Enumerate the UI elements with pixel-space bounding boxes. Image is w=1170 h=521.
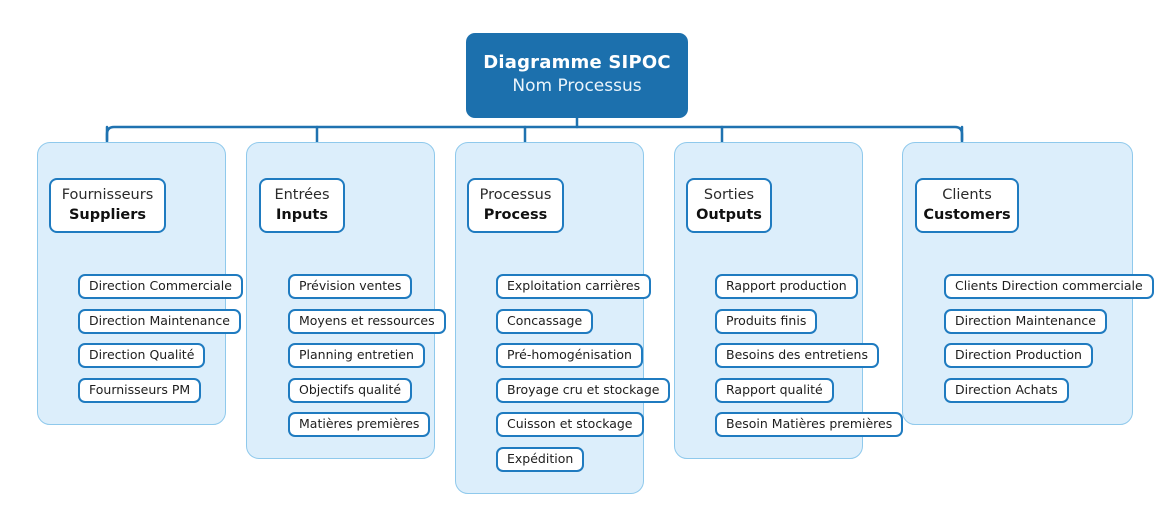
sipoc-item[interactable]: Direction Maintenance <box>78 308 241 334</box>
sipoc-item-label: Concassage <box>507 312 583 328</box>
sipoc-item[interactable]: Concassage <box>496 308 594 334</box>
sipoc-item-label: Fournisseurs PM <box>89 381 191 397</box>
sipoc-item[interactable]: Besoin Matières premières <box>715 412 904 437</box>
sipoc-header-label-fr-inputs: Entrées <box>274 186 330 203</box>
sipoc-item-label: Clients Direction commerciale <box>955 278 1143 294</box>
diagram-title-box: Diagramme SIPOC Nom Processus <box>466 33 688 118</box>
sipoc-item-label: Cuisson et stockage <box>507 416 633 432</box>
sipoc-item[interactable]: Direction Achats <box>944 377 1069 403</box>
sipoc-item[interactable]: Fournisseurs PM <box>78 377 202 403</box>
sipoc-header-label-fr-process: Processus <box>479 186 552 203</box>
sipoc-header-label-en-process: Process <box>483 206 548 223</box>
sipoc-item-label: Direction Production <box>955 347 1082 363</box>
sipoc-item[interactable]: Prévision ventes <box>288 274 413 299</box>
sipoc-header-label-en-customers: Customers <box>923 206 1011 223</box>
sipoc-header-label-fr-customers: Clients <box>942 186 992 203</box>
sipoc-item-label: Broyage cru et stockage <box>507 381 660 397</box>
sipoc-item-label: Objectifs qualité <box>299 381 402 397</box>
sipoc-item[interactable]: Direction Production <box>944 343 1093 368</box>
sipoc-item[interactable]: Cuisson et stockage <box>496 412 644 437</box>
diagram-title: Diagramme SIPOC <box>483 51 671 73</box>
sipoc-item[interactable]: Besoins des entretiens <box>715 343 879 368</box>
sipoc-item[interactable]: Broyage cru et stockage <box>496 377 671 403</box>
sipoc-item[interactable]: Direction Commerciale <box>78 274 243 299</box>
diagram-subtitle: Nom Processus <box>512 76 642 97</box>
sipoc-item-label: Matières premières <box>299 416 420 432</box>
sipoc-item-label: Prévision ventes <box>299 278 402 294</box>
sipoc-header-label-en-suppliers: Suppliers <box>68 206 147 223</box>
sipoc-item-label: Moyens et ressources <box>299 312 435 328</box>
sipoc-item-label: Exploitation carrières <box>507 278 641 294</box>
sipoc-item[interactable]: Rapport production <box>715 274 858 299</box>
sipoc-item-label: Direction Commerciale <box>89 278 232 294</box>
sipoc-item[interactable]: Expédition <box>496 446 585 472</box>
sipoc-header-label-fr-suppliers: Fournisseurs <box>61 186 154 203</box>
sipoc-item-label: Rapport qualité <box>726 381 823 397</box>
sipoc-item[interactable]: Direction Qualité <box>78 343 206 368</box>
sipoc-item-label: Direction Achats <box>955 381 1058 397</box>
sipoc-item-label: Direction Qualité <box>89 347 195 363</box>
sipoc-item-label: Direction Maintenance <box>89 312 230 328</box>
sipoc-item[interactable]: Direction Maintenance <box>944 308 1107 334</box>
sipoc-item-label: Pré-homogénisation <box>507 347 632 363</box>
sipoc-item[interactable]: Rapport qualité <box>715 377 834 403</box>
sipoc-item[interactable]: Objectifs qualité <box>288 377 413 403</box>
sipoc-header-label-fr-outputs: Sorties <box>703 186 755 203</box>
sipoc-item-label: Planning entretien <box>299 347 414 363</box>
sipoc-item[interactable]: Matières premières <box>288 412 431 437</box>
sipoc-item-label: Rapport production <box>726 278 847 294</box>
sipoc-item[interactable]: Exploitation carrières <box>496 274 652 299</box>
sipoc-header-label-en-outputs: Outputs <box>696 206 762 223</box>
sipoc-item-label: Besoin Matières premières <box>726 416 893 432</box>
sipoc-item[interactable]: Moyens et ressources <box>288 308 446 334</box>
sipoc-header-label-en-inputs: Inputs <box>276 206 328 223</box>
sipoc-item[interactable]: Produits finis <box>715 308 818 334</box>
sipoc-item-label: Besoins des entretiens <box>726 347 868 363</box>
sipoc-item[interactable]: Clients Direction commerciale <box>944 274 1154 299</box>
sipoc-item-label: Produits finis <box>726 312 807 328</box>
sipoc-item[interactable]: Pré-homogénisation <box>496 343 643 368</box>
sipoc-item-label: Expédition <box>507 450 574 466</box>
sipoc-item[interactable]: Planning entretien <box>288 343 425 368</box>
sipoc-item-label: Direction Maintenance <box>955 312 1096 328</box>
